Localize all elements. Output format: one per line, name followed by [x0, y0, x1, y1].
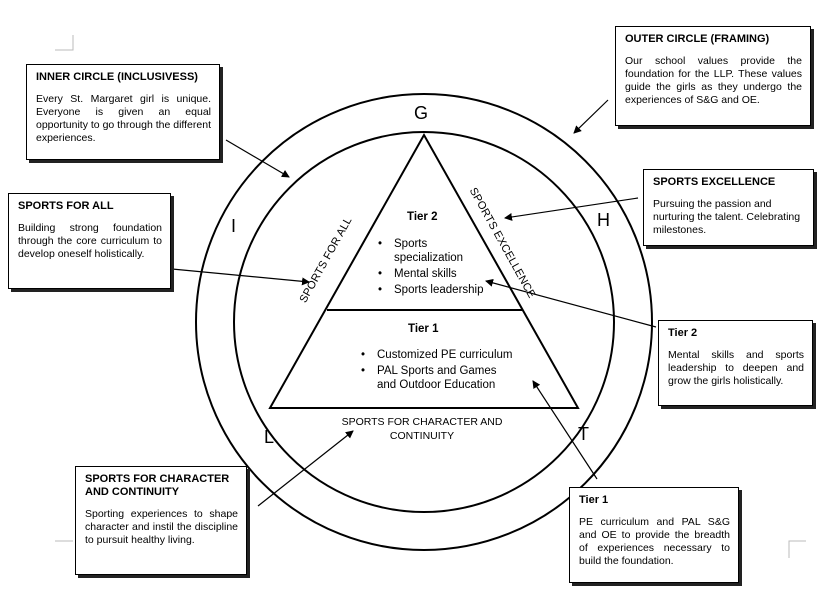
callout-title: SPORTS EXCELLENCE — [653, 176, 776, 188]
list-item: Sports specialization — [378, 237, 464, 265]
corner-mark-bottom-right — [788, 540, 806, 558]
callout-tier2: Tier 2 Mental skills and sports leadersh… — [658, 320, 813, 406]
callout-tier1: Tier 1 PE curriculum and PAL S&G and OE … — [569, 487, 739, 583]
outer-circle — [195, 93, 653, 551]
label-sports-for-character: SPORTS FOR CHARACTER AND CONTINUITY — [341, 416, 503, 442]
corner-mark-top-left — [55, 35, 74, 51]
callout-title: Tier 1 — [579, 494, 609, 506]
list-item: Customized PE curriculum — [361, 348, 536, 362]
callout-title: INNER CIRCLE (INCLUSIVESS) — [36, 71, 198, 83]
callout-title: OUTER CIRCLE (FRAMING) — [625, 33, 770, 45]
arrow-sports-for-all — [171, 268, 310, 286]
letter-l: L — [264, 427, 275, 447]
tier1-heading: Tier 1 — [408, 323, 439, 335]
arrow-outer-circle — [573, 99, 609, 134]
callout-body: Sporting experiences to shape character … — [85, 508, 238, 546]
arrow-character — [257, 430, 354, 507]
callout-sports-for-all: SPORTS FOR ALL Building strong foundatio… — [8, 193, 171, 289]
callout-body: Every St. Margaret girl is unique. Every… — [36, 93, 211, 144]
letter-h: H — [597, 210, 610, 230]
arrow-tier1 — [532, 380, 598, 480]
callout-inner-circle: INNER CIRCLE (INCLUSIVESS) Every St. Mar… — [26, 64, 220, 160]
callout-body: Pursuing the passion and nurturing the t… — [653, 198, 801, 236]
callout-body: Building strong foundation through the c… — [18, 222, 162, 260]
callout-body: Mental skills and sports leadership to d… — [668, 349, 804, 387]
letter-g: G — [414, 103, 429, 123]
tier2-list: Sports specialization Mental skills Spor… — [378, 237, 508, 297]
callout-title: Tier 2 — [668, 327, 698, 339]
letter-i: I — [231, 216, 237, 236]
callout-sports-excellence: SPORTS EXCELLENCE Pursuing the passion a… — [643, 169, 814, 246]
callout-character: SPORTS FOR CHARACTER AND CONTINUITY Spor… — [75, 466, 247, 575]
callout-outer-circle: OUTER CIRCLE (FRAMING) Our school values… — [615, 26, 811, 126]
inner-circle — [233, 131, 615, 513]
letter-t: T — [578, 424, 589, 444]
callout-body: Our school values provide the foundation… — [625, 55, 802, 106]
tier2-heading: Tier 2 — [407, 211, 438, 223]
callout-title: SPORTS FOR ALL — [18, 200, 114, 212]
callout-title: SPORTS FOR CHARACTER AND CONTINUITY — [85, 473, 230, 498]
arrow-sports-excellence — [504, 197, 639, 221]
list-item: Sports leadership — [378, 283, 508, 297]
tier1-list: Customized PE curriculum PAL Sports and … — [361, 348, 536, 392]
arrow-tier2 — [485, 278, 657, 328]
list-item: Mental skills — [378, 267, 508, 281]
arrow-inner-circle — [225, 139, 290, 178]
list-item: PAL Sports and Games and Outdoor Educati… — [361, 364, 517, 392]
callout-body: PE curriculum and PAL S&G and OE to prov… — [579, 516, 730, 567]
